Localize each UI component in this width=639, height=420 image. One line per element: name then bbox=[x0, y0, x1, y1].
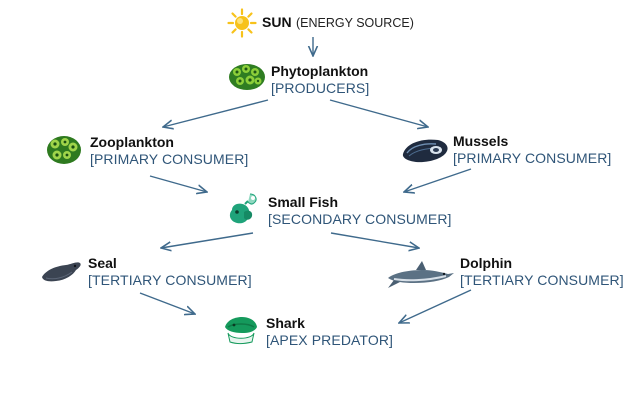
small-fish-icon bbox=[229, 193, 257, 224]
node-zooplankton-name: Zooplankton bbox=[90, 134, 174, 150]
seal-icon bbox=[42, 262, 81, 282]
arrow-zooplankton-to-small-fish bbox=[149, 175, 207, 192]
node-zooplankton-role: [PRIMARY CONSUMER] bbox=[90, 151, 249, 167]
node-dolphin-name: Dolphin bbox=[460, 255, 513, 271]
node-small-fish-role: [SECONDARY CONSUMER] bbox=[268, 211, 452, 227]
node-mussels-role: [PRIMARY CONSUMER] bbox=[453, 150, 612, 166]
arrow-mussels-to-small-fish bbox=[404, 168, 472, 192]
node-phytoplankton-name: Phytoplankton bbox=[271, 63, 369, 79]
node-seal-role: [TERTIARY CONSUMER] bbox=[88, 272, 252, 288]
node-phytoplankton: Phytoplankton [PRODUCERS] bbox=[271, 63, 369, 97]
mussel-icon bbox=[402, 139, 448, 163]
node-mussels-name: Mussels bbox=[453, 133, 509, 149]
node-small-fish: Small Fish [SECONDARY CONSUMER] bbox=[268, 194, 452, 228]
sun-icon bbox=[227, 8, 257, 38]
node-zooplankton: Zooplankton [PRIMARY CONSUMER] bbox=[90, 134, 248, 168]
node-mussels: Mussels [PRIMARY CONSUMER] bbox=[453, 133, 611, 167]
node-dolphin: Dolphin [TERTIARY CONSUMER] bbox=[460, 255, 624, 289]
node-sun-name: SUN bbox=[262, 14, 292, 30]
node-seal: Seal [TERTIARY CONSUMER] bbox=[88, 255, 252, 289]
node-shark: Shark [APEX PREDATOR] bbox=[266, 315, 393, 349]
zooplankton-icon bbox=[47, 136, 81, 164]
arrow-small-fish-to-dolphin bbox=[330, 232, 419, 248]
arrow-seal-to-shark bbox=[139, 292, 195, 314]
node-shark-name: Shark bbox=[266, 315, 305, 331]
arrow-phytoplankton-to-zooplankton bbox=[163, 99, 269, 127]
node-shark-role: [APEX PREDATOR] bbox=[266, 332, 394, 348]
shark-icon bbox=[225, 317, 257, 344]
node-sun-role: (ENERGY SOURCE) bbox=[296, 16, 414, 30]
dolphin-icon bbox=[388, 261, 454, 288]
arrow-dolphin-to-shark bbox=[399, 289, 472, 323]
node-phytoplankton-role: [PRODUCERS] bbox=[271, 80, 370, 96]
node-sun: SUN (ENERGY SOURCE) bbox=[262, 14, 414, 32]
node-dolphin-role: [TERTIARY CONSUMER] bbox=[460, 272, 624, 288]
arrow-phytoplankton-to-mussels bbox=[329, 99, 428, 127]
node-small-fish-name: Small Fish bbox=[268, 194, 339, 210]
node-seal-name: Seal bbox=[88, 255, 117, 271]
arrow-small-fish-to-seal bbox=[161, 232, 254, 248]
phytoplankton-icon bbox=[229, 64, 265, 90]
